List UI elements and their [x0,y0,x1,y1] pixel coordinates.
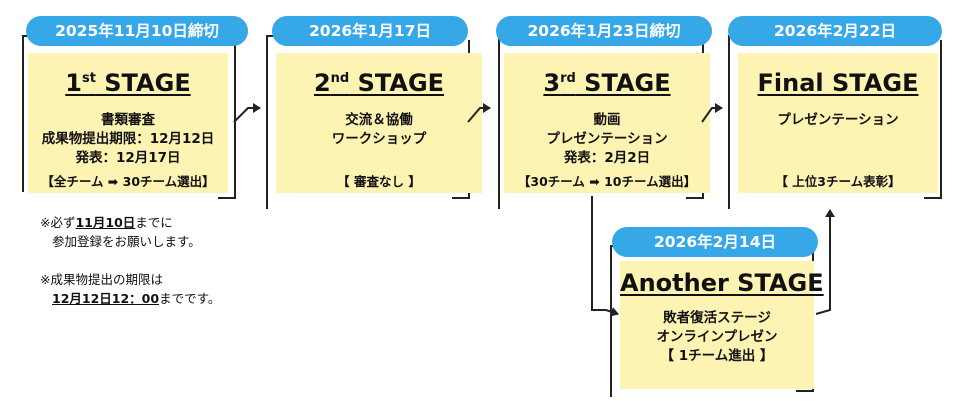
stage-final-lines: プレゼンテーション [738,111,938,130]
stage-another-line-1: 敗者復活ステージ [663,310,771,326]
stage-1-line-2: 成果物提出期限：12月12日 [41,131,215,147]
stage-3: 3rd STAGE 動画 プレゼンテーション 発表：2月2日 【30チーム ➡ … [494,15,724,209]
stage-1-frame-right [218,40,236,199]
arrow-stage3-to-final [701,103,723,123]
stage-2-line-1: 交流＆協働 [345,112,413,128]
stage-2-lines: 交流＆協働 ワークショップ [276,111,482,149]
arrow-stage2-to-stage3 [467,103,491,123]
stage-final-date-badge: 2026年2月22日 [728,16,942,46]
arrow-stage3-to-another [591,196,619,317]
stage-1-title: 1st STAGE [65,69,191,97]
note-1-line-2: 参加登録をお願いします。 [52,234,201,249]
arrow-another-to-final [815,209,835,315]
stage-2-note: 【 審査なし 】 [337,174,421,189]
stage-3-date-badge: 2026年1月23日締切 [496,16,712,46]
note-2-line-1: ※成果物提出の期限は [40,272,163,287]
note-2-date: 12月12日12：00 [52,291,160,306]
stage-1-lines: 書類審査 成果物提出期限：12月12日 発表：12月17日 [28,111,228,168]
stage-1: 1st STAGE 書類審査 成果物提出期限：12月12日 発表：12月17日 … [20,15,250,200]
stage-1-line-3: 発表：12月17日 [75,150,181,166]
stage-1-date-badge: 2025年11月10日締切 [26,16,248,46]
stage-final-note: 【 上位3チーム表彰】 [775,174,901,189]
stage-2-date-badge: 2026年1月17日 [272,16,468,46]
stage-final-line-1: プレゼンテーション [777,112,899,128]
stage-3-line-3: 発表：2月2日 [563,150,651,166]
stage-final-box: Final STAGE プレゼンテーション 【 上位3チーム表彰】 [738,53,938,193]
stage-another-date-badge: 2026年2月14日 [612,227,818,257]
stage-another-lines: 敗者復活ステージ オンラインプレゼン 【 1チーム進出 】 [620,309,814,366]
stage-another: Another STAGE 敗者復活ステージ オンラインプレゼン 【 1チーム進… [600,225,830,397]
stage-final-frame-right [924,40,942,199]
stage-3-lines: 動画 プレゼンテーション 発表：2月2日 [504,111,710,168]
stage-3-line-1: 動画 [593,112,621,128]
stage-2-box: 2nd STAGE 交流＆協働 ワークショップ 【 審査なし 】 [276,53,482,193]
stage-1-note: 【全チーム ➡ 30チーム選出】 [41,174,215,189]
note-1-line-1: ※必ず11月10日までに [40,215,173,230]
note-2-line-2: 12月12日12：00までです。 [52,291,221,306]
stage-final: Final STAGE プレゼンテーション 【 上位3チーム表彰】 2026年2… [724,15,960,209]
stage-another-box: Another STAGE 敗者復活ステージ オンラインプレゼン 【 1チーム進… [620,261,824,389]
stage-another-line-3: 【 1チーム進出 】 [660,348,774,364]
note-1-date: 11月10日 [75,215,136,230]
stage-another-line-2: オンラインプレゼン [656,329,778,345]
stage-1-line-1: 書類審査 [101,112,155,128]
stage-2-title: 2nd STAGE [313,69,445,97]
stage-3-line-2: プレゼンテーション [546,131,668,147]
stage-3-note: 【30チーム ➡ 10チーム選出】 [517,174,697,189]
arrow-stage1-to-stage2 [233,103,261,123]
stage-3-title: 3rd STAGE [543,69,671,97]
deadline-notes: ※必ず11月10日までに 参加登録をお願いします。 ※成果物提出の期限は 12月… [40,213,220,308]
stage-final-title: Final STAGE [757,69,919,97]
stage-1-box: 1st STAGE 書類審査 成果物提出期限：12月12日 発表：12月17日 … [28,53,228,193]
stage-3-box: 3rd STAGE 動画 プレゼンテーション 発表：2月2日 【30チーム ➡ … [504,53,710,193]
stage-2-line-2: ワークショップ [331,131,427,147]
stage-another-title: Another STAGE [620,269,824,297]
